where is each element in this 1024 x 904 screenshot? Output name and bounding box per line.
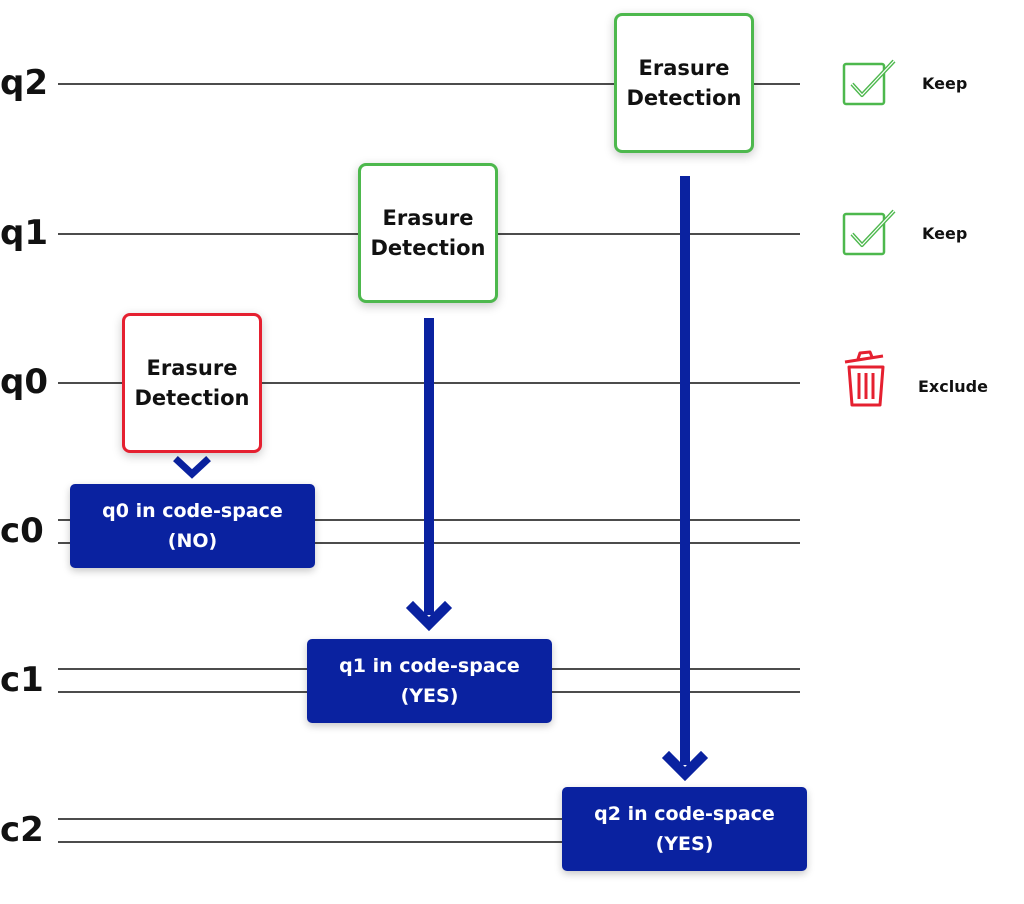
erasure-detection-label: Erasure: [382, 206, 474, 230]
code-space-result: (YES): [400, 685, 459, 707]
code-space-label: q1 in code-space: [339, 655, 520, 677]
erasure-detection-label: Detection: [370, 236, 486, 260]
code-space-label: q0 in code-space: [102, 500, 283, 522]
wire-label-q1: q1: [0, 213, 48, 253]
wire-label-c1: c1: [0, 660, 44, 700]
trash-icon: [844, 350, 885, 407]
code-space-label: q2 in code-space: [594, 803, 775, 825]
erasure-detection-label: Detection: [626, 86, 742, 110]
erasure-detection-box-q0: Erasure Detection: [122, 313, 262, 453]
code-space-box-q1: q1 in code-space (YES): [307, 639, 552, 723]
wire-label-q2: q2: [0, 63, 48, 103]
erasure-detection-label: Detection: [134, 386, 250, 410]
arrow-q0-to-c0: [173, 456, 211, 479]
arrow-q2-to-c2: [661, 176, 709, 782]
wire-label-c0: c0: [0, 511, 44, 551]
outcome-label-q0: Exclude: [918, 377, 988, 396]
checkbox-icon: [842, 209, 896, 256]
outcome-label-q1: Keep: [922, 224, 968, 243]
code-space-result: (NO): [167, 530, 218, 552]
outcome-label-q2: Keep: [922, 74, 968, 93]
wire-label-q0: q0: [0, 362, 48, 402]
erasure-detection-box-q1: Erasure Detection: [358, 163, 498, 303]
arrow-q1-to-c1: [405, 318, 453, 632]
code-space-box-q0: q0 in code-space (NO): [70, 484, 315, 568]
code-space-result: (YES): [655, 833, 714, 855]
erasure-detection-label: Erasure: [638, 56, 730, 80]
wire-label-c2: c2: [0, 810, 44, 850]
erasure-detection-label: Erasure: [146, 356, 238, 380]
checkbox-icon: [842, 59, 896, 106]
erasure-detection-box-q2: Erasure Detection: [614, 13, 754, 153]
code-space-box-q2: q2 in code-space (YES): [562, 787, 807, 871]
